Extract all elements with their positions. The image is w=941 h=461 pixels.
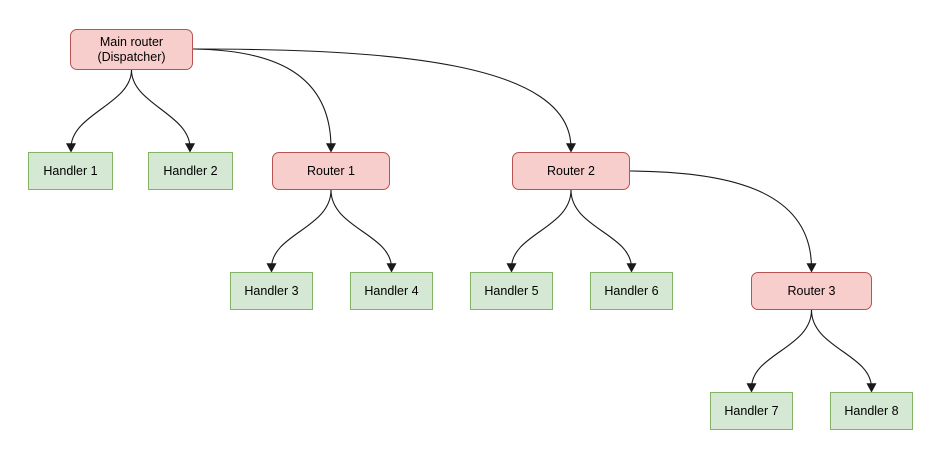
edge-router2-router3 — [629, 170, 817, 273]
node-label: Main router (Dispatcher) — [97, 34, 166, 64]
edge-line — [810, 309, 873, 389]
edge-router2-handler6 — [570, 189, 637, 273]
arrow-head-icon — [326, 143, 336, 153]
arrow-head-icon — [506, 263, 517, 273]
node-handler4[interactable]: Handler 4 — [350, 272, 433, 310]
node-router1[interactable]: Router 1 — [272, 152, 390, 190]
arrow-head-icon — [266, 263, 277, 273]
node-label: Handler 4 — [364, 283, 419, 298]
arrow-head-icon — [746, 383, 757, 393]
edge-main-handler1 — [66, 69, 133, 153]
edge-line — [130, 69, 191, 149]
node-label: Handler 2 — [163, 163, 218, 178]
node-handler5[interactable]: Handler 5 — [470, 272, 553, 310]
edge-main-router1 — [192, 48, 336, 153]
node-label: Handler 3 — [244, 283, 299, 298]
edge-line — [192, 48, 572, 149]
edge-line — [629, 170, 813, 269]
edge-line — [750, 309, 813, 389]
node-label: Router 3 — [787, 283, 836, 298]
edge-router3-handler7 — [746, 309, 813, 393]
edge-router2-handler5 — [506, 189, 572, 273]
arrow-head-icon — [566, 143, 576, 153]
node-label: Router 2 — [547, 163, 595, 178]
node-router2[interactable]: Router 2 — [512, 152, 630, 190]
arrow-head-icon — [185, 143, 195, 153]
node-main[interactable]: Main router (Dispatcher) — [70, 29, 193, 70]
edge-main-router2 — [192, 48, 576, 153]
arrow-head-icon — [386, 263, 397, 273]
node-handler7[interactable]: Handler 7 — [710, 392, 793, 430]
node-handler6[interactable]: Handler 6 — [590, 272, 673, 310]
edge-line — [330, 189, 393, 269]
edge-line — [70, 69, 133, 149]
arrow-head-icon — [626, 263, 637, 273]
edge-line — [510, 189, 572, 269]
node-handler3[interactable]: Handler 3 — [230, 272, 313, 310]
edge-main-handler2 — [130, 69, 195, 153]
edge-line — [570, 189, 633, 269]
node-router3[interactable]: Router 3 — [751, 272, 872, 310]
edge-line — [270, 189, 332, 269]
node-label: Router 1 — [307, 163, 355, 178]
node-label: Handler 8 — [844, 403, 899, 418]
node-label: Handler 6 — [604, 283, 659, 298]
node-handler2[interactable]: Handler 2 — [148, 152, 233, 190]
edge-router1-handler3 — [266, 189, 332, 273]
arrow-head-icon — [866, 383, 877, 393]
edge-router3-handler8 — [810, 309, 877, 393]
node-label: Handler 1 — [43, 163, 98, 178]
node-label: Handler 5 — [484, 283, 539, 298]
arrow-head-icon — [66, 143, 76, 153]
node-handler8[interactable]: Handler 8 — [830, 392, 913, 430]
node-handler1[interactable]: Handler 1 — [28, 152, 113, 190]
arrow-head-icon — [806, 263, 817, 273]
node-label: Handler 7 — [724, 403, 779, 418]
edge-line — [192, 48, 332, 149]
edge-router1-handler4 — [330, 189, 397, 273]
